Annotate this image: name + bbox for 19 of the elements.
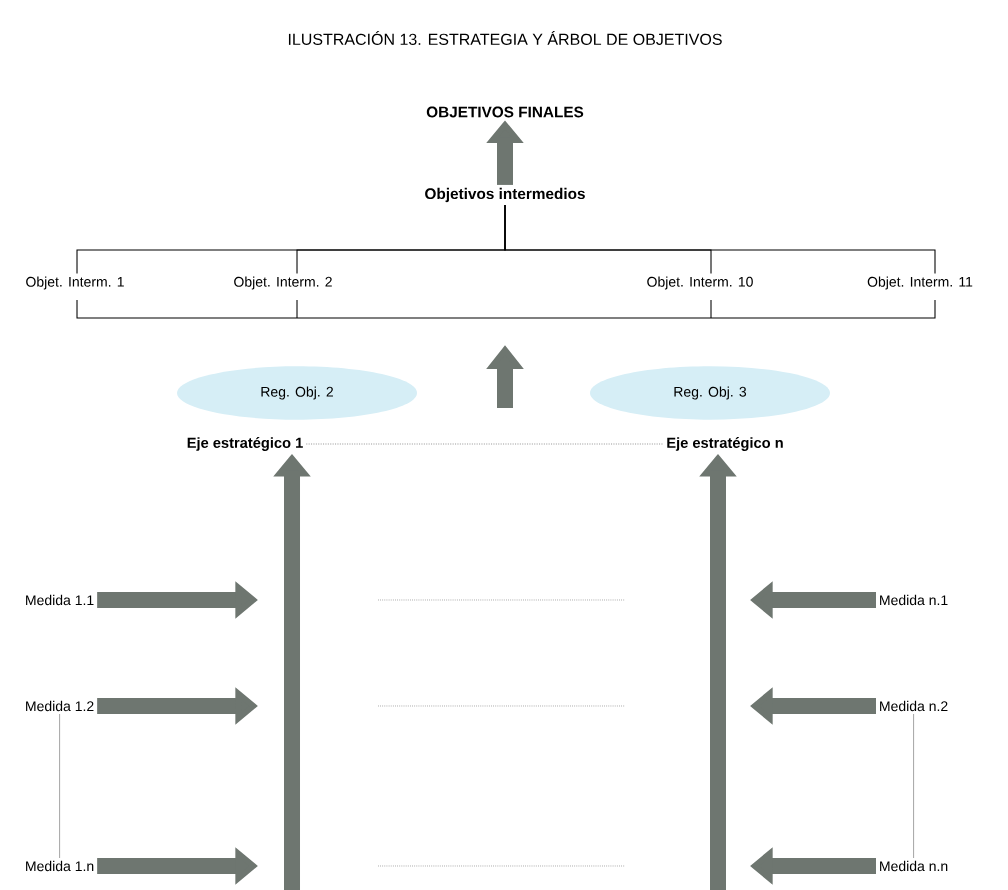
- dotted-line: [305, 443, 664, 445]
- connector-line: [504, 204, 936, 275]
- tree-label: Objet. Interm. 10: [647, 276, 753, 290]
- ellipsis-line: [913, 713, 915, 859]
- measure-label: Medida 1.1: [26, 594, 94, 606]
- measure-label: Medida 1.n: [26, 860, 94, 872]
- tree-label: Objet. Interm. 2: [234, 276, 332, 290]
- axis-label: Eje estratégico 1: [187, 437, 303, 451]
- title: ILUSTRACIÓN 13. ESTRATEGIA Y ÁRBOL DE OBJETIVOS: [288, 31, 722, 45]
- tree-label: Objet. Interm. 1: [26, 276, 124, 290]
- measure-label: Medida n.2: [880, 700, 948, 712]
- measure-label: Medida n.1: [880, 594, 948, 606]
- ellipsis-line: [59, 713, 61, 859]
- heading-text: Objetivos intermedios: [425, 187, 585, 203]
- measure-label: Medida n.n: [880, 860, 948, 872]
- tree-label: Objet. Interm. 11: [867, 276, 973, 290]
- axis-label: Eje estratégico n: [667, 437, 783, 451]
- heading-text: OBJETIVOS FINALES: [426, 106, 584, 118]
- measure-label: Medida 1.2: [26, 700, 94, 712]
